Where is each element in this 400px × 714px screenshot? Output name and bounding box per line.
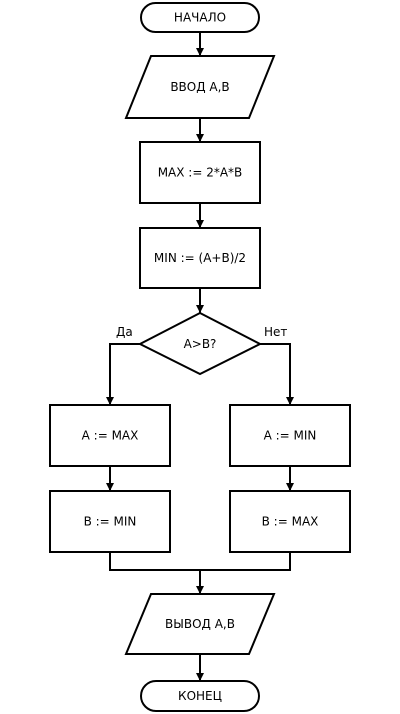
output-label: ВЫВОД A,B: [165, 617, 235, 631]
input-label: ВВОД A,B: [170, 80, 229, 94]
no-step1-label: A := MIN: [264, 429, 317, 443]
condition-diamond: A>B?: [137, 311, 263, 376]
merge-line: [109, 552, 291, 571]
no-step2-block: B := MAX: [229, 490, 351, 553]
assign-max-label: MAX := 2*A*B: [158, 166, 243, 180]
end-label: КОНЕЦ: [178, 689, 222, 703]
assign-min-block: MIN := (A+B)/2: [139, 227, 261, 289]
yes-step1-label: A := MAX: [82, 429, 139, 443]
arrow-condition-no: [260, 343, 294, 405]
input-block: ВВОД A,B: [124, 55, 276, 119]
output-block: ВЫВОД A,B: [124, 593, 276, 655]
start-label: НАЧАЛО: [174, 11, 226, 25]
condition-label: A>B?: [184, 337, 217, 351]
end-terminator: КОНЕЦ: [140, 680, 260, 712]
yes-step1-block: A := MAX: [49, 404, 171, 467]
no-step1-block: A := MIN: [229, 404, 351, 467]
start-terminator: НАЧАЛО: [140, 2, 260, 33]
yes-step2-label: B := MIN: [84, 515, 137, 529]
connectors: [106, 32, 294, 681]
branch-yes-label: Да: [116, 325, 133, 339]
yes-step2-block: B := MIN: [49, 490, 171, 553]
assign-max-block: MAX := 2*A*B: [139, 141, 261, 204]
assign-min-label: MIN := (A+B)/2: [154, 251, 246, 265]
branch-no-label: Нет: [264, 325, 287, 339]
no-step2-label: B := MAX: [262, 515, 319, 529]
arrow-condition-yes: [106, 343, 140, 405]
